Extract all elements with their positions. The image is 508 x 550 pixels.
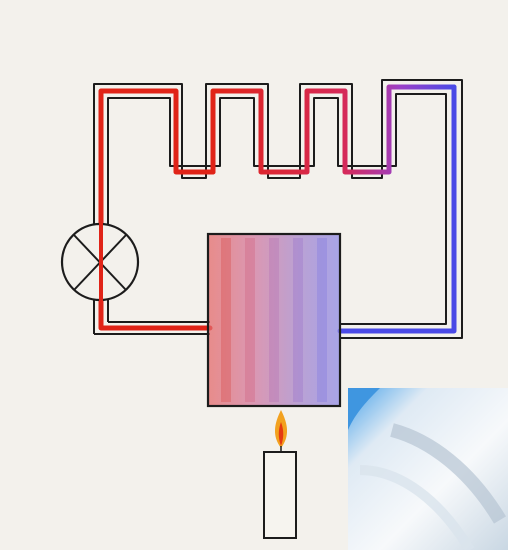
warm-fluid-segment (213, 87, 454, 172)
heat-exchanger (208, 234, 340, 406)
candle (264, 410, 296, 538)
blurred-photo-corner (348, 388, 508, 550)
pump-symbol (62, 222, 138, 302)
candle-body (264, 452, 296, 538)
